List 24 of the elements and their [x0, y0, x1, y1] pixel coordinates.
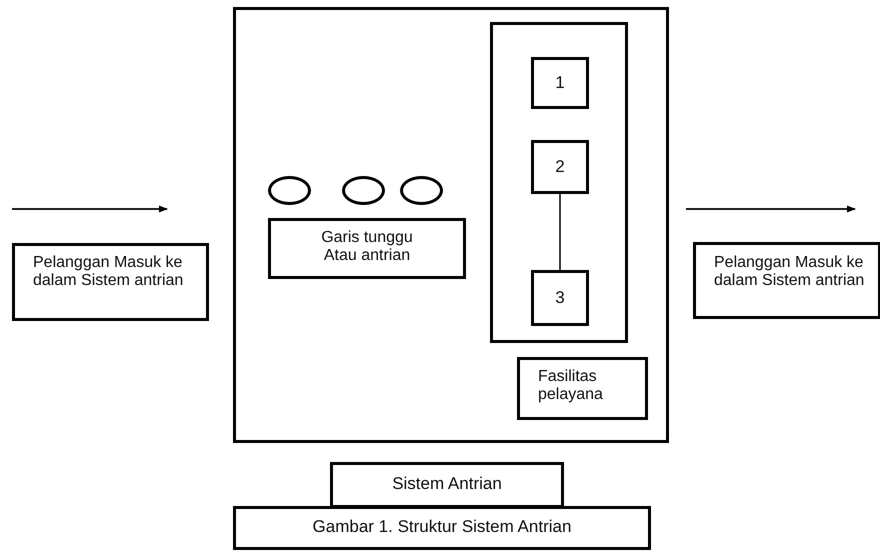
- text-box: [268, 218, 466, 279]
- box-label: Pelanggan Masuk ke dalam Sistem antrian: [33, 254, 184, 290]
- text-box: [517, 357, 648, 420]
- text-box: [693, 242, 880, 319]
- box-label: Gambar 1. Struktur Sistem Antrian: [312, 518, 572, 536]
- box-label: Sistem Antrian: [392, 475, 502, 493]
- rectangle-box: [233, 7, 669, 443]
- box-label: 1: [555, 74, 565, 92]
- caption-box: [233, 506, 651, 550]
- box-label: Pelanggan Masuk ke dalam Sistem antrian: [714, 254, 866, 290]
- text-box: [531, 57, 589, 109]
- queue-circle: [400, 176, 443, 205]
- box-label: Garis tunggu Atau antrian: [320, 229, 414, 265]
- text-box: [12, 243, 209, 321]
- queue-circle: [268, 176, 311, 205]
- rectangle-box: [490, 22, 628, 343]
- connector-line: [559, 194, 561, 270]
- text-box: [531, 270, 589, 326]
- box-label: Fasilitas pelayana: [538, 368, 604, 404]
- box-label: 2: [555, 158, 565, 176]
- box-label: 3: [555, 289, 565, 307]
- queue-circle: [342, 176, 385, 205]
- text-box: [330, 462, 564, 508]
- text-box: [531, 140, 589, 194]
